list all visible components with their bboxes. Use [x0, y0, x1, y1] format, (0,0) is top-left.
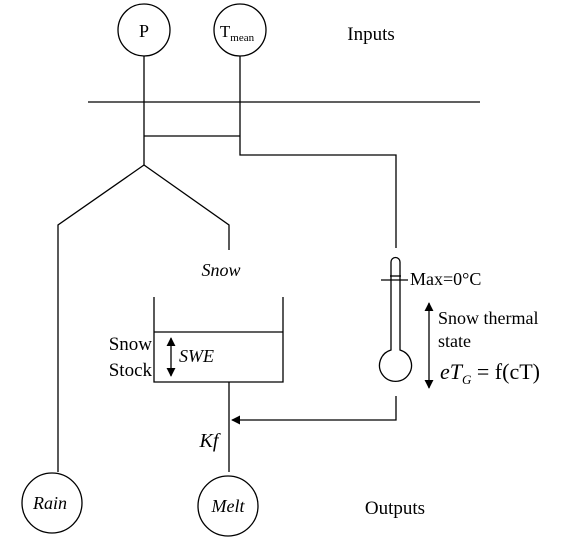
- swe-label: SWE: [179, 346, 214, 366]
- thermal-equation: eTG = f(cT): [440, 359, 540, 387]
- rain-branch: [57, 164, 145, 472]
- snow-stock-container: [153, 297, 284, 383]
- rain-node-label: Rain: [32, 493, 67, 513]
- thermal-state-label-1: Snow thermal: [438, 308, 539, 328]
- temp-route-line: [239, 136, 397, 248]
- thermal-to-melt-arrow: [231, 396, 397, 425]
- outputs-label: Outputs: [365, 498, 425, 519]
- snow-label: Snow: [201, 260, 240, 280]
- thermal-state-label-2: state: [438, 331, 471, 351]
- melt-node: [197, 475, 259, 537]
- kf-label: Kf: [199, 430, 221, 452]
- rain-node: [21, 472, 83, 534]
- thermometer-icon: [378, 256, 413, 383]
- precipitation-node-label: P: [139, 21, 149, 41]
- max-temperature-label: Max=0°C: [410, 269, 481, 289]
- temperature-node-label: Tmean: [220, 22, 255, 44]
- snow-branch: [143, 164, 230, 250]
- snow-stock-label-1: Snow: [109, 334, 153, 355]
- snow-stock-label-2: Stock: [109, 360, 153, 381]
- inputs-label: Inputs: [347, 24, 395, 45]
- melt-node-label: Melt: [211, 496, 246, 516]
